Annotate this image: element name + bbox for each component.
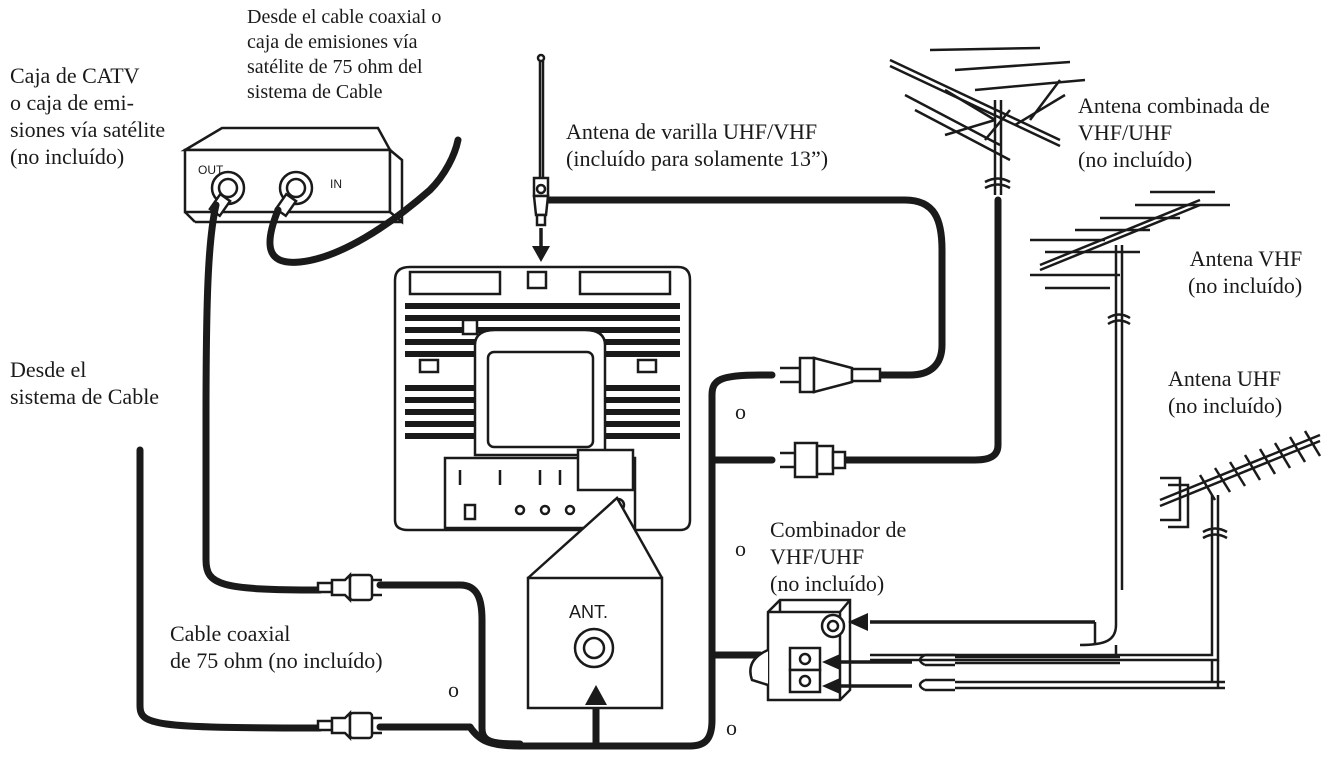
catv-box-label: Caja de CATV o caja de emi- siones vía s… (10, 63, 166, 169)
ant-callout (526, 496, 664, 710)
vhf-antenna-label: Antena VHF (no incluído) (1188, 246, 1303, 298)
coax-connector-upper (316, 571, 382, 604)
or-label-3: o (448, 677, 459, 702)
or-label-2: o (735, 536, 746, 561)
combo-antenna (889, 46, 1086, 195)
uhf-antenna-label: Antena UHF (no incluído) (1168, 366, 1283, 418)
box-out-label: OUT (198, 163, 224, 177)
arrow-rod-to-tv (532, 228, 550, 262)
coax-cable-label: Cable coaxial de 75 ohm (no incluído) (170, 621, 383, 673)
box-in-label: IN (330, 177, 342, 191)
rod-antenna-label: Antena de varilla UHF/VHF (incluído para… (566, 119, 829, 171)
vhf-antenna (1030, 190, 1230, 590)
or-label-1: o (735, 399, 746, 424)
from-cable-label: Desde el sistema de Cable (10, 357, 160, 409)
cables (136, 136, 1002, 750)
or-label-4: o (726, 715, 737, 740)
combiner-device (749, 598, 852, 702)
antenna-adapter (780, 356, 882, 394)
combiner-label: Combinador de VHF/UHF (no incluído) (770, 517, 907, 596)
combo-antenna-label: Antena combinada de VHF/UHF (no incluído… (1078, 93, 1270, 172)
tv-back (393, 265, 692, 532)
coax-connector-lower (316, 709, 382, 742)
arrows-into-combiner (822, 613, 1095, 694)
arrow-to-ant (585, 685, 607, 705)
ant-panel-label: ANT. (569, 602, 608, 622)
push-on-connector (780, 441, 847, 479)
twin-lead (918, 645, 1225, 692)
uhf-antenna (870, 430, 1322, 662)
from-coax-label: Desde el cable coaxial o caja de emision… (247, 6, 442, 103)
rod-antenna (532, 53, 550, 227)
